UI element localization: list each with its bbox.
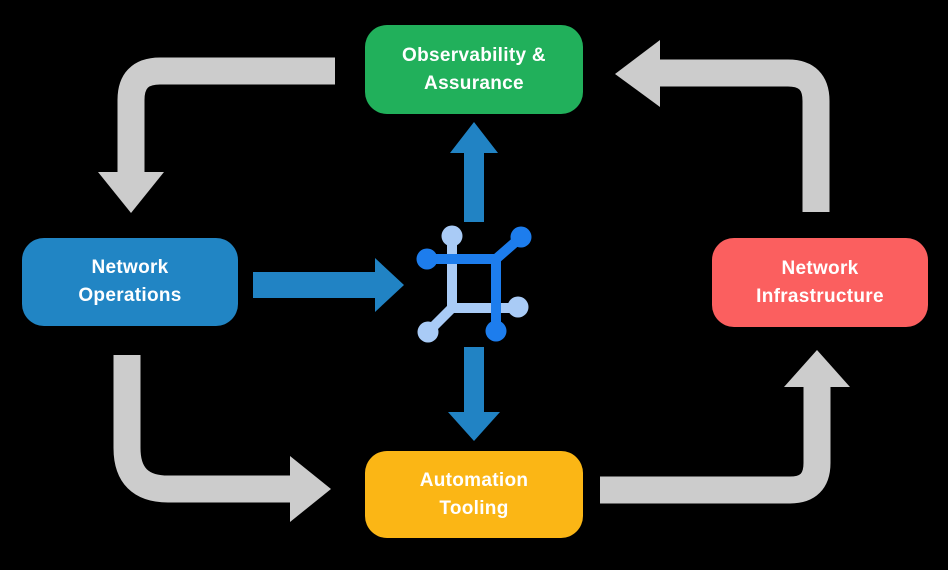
hub-arrow-center-to-automation [448,347,500,441]
node-automation-tooling: Automation Tooling [365,451,583,538]
arrow-shaft [253,272,375,298]
arrow-head [375,258,404,312]
arrow-shaft [464,151,484,222]
node-network-infrastructure: Network Infrastructure [712,238,928,327]
network-node-icon-dark-part [416,226,532,342]
cycle-arrow-observability-to-operations [98,57,335,213]
arrow-head [450,122,498,153]
arrow-shaft [117,57,335,173]
node-label-network-infrastructure: Network Infrastructure [756,257,884,307]
node-observability-assurance: Observability & Assurance [365,25,583,114]
arrow-shaft [464,347,484,413]
cycle-arrow-infrastructure-to-observability [615,40,830,212]
arrow-head [98,172,164,213]
arrow-head [290,456,331,522]
node-label-automation-tooling: Automation Tooling [419,469,529,519]
arrow-shaft [113,355,290,503]
network-node-icon [416,225,532,343]
network-node-icon-light-part [417,225,529,343]
hub-arrow-operations-to-center [253,258,404,312]
node-label-observability-assurance: Observability & Assurance [402,44,546,94]
arrow-head [615,40,660,107]
arrow-head [448,412,500,441]
hub-arrow-center-to-observability [450,122,498,222]
arrow-shaft [659,59,830,212]
arrow-shaft [600,387,831,504]
cycle-arrow-automation-to-infrastructure [600,350,850,504]
cycle-arrow-operations-to-automation [113,355,331,522]
node-network-operations: Network Operations [22,238,238,326]
node-label-network-operations: Network Operations [78,257,182,306]
arrow-head [784,350,850,387]
